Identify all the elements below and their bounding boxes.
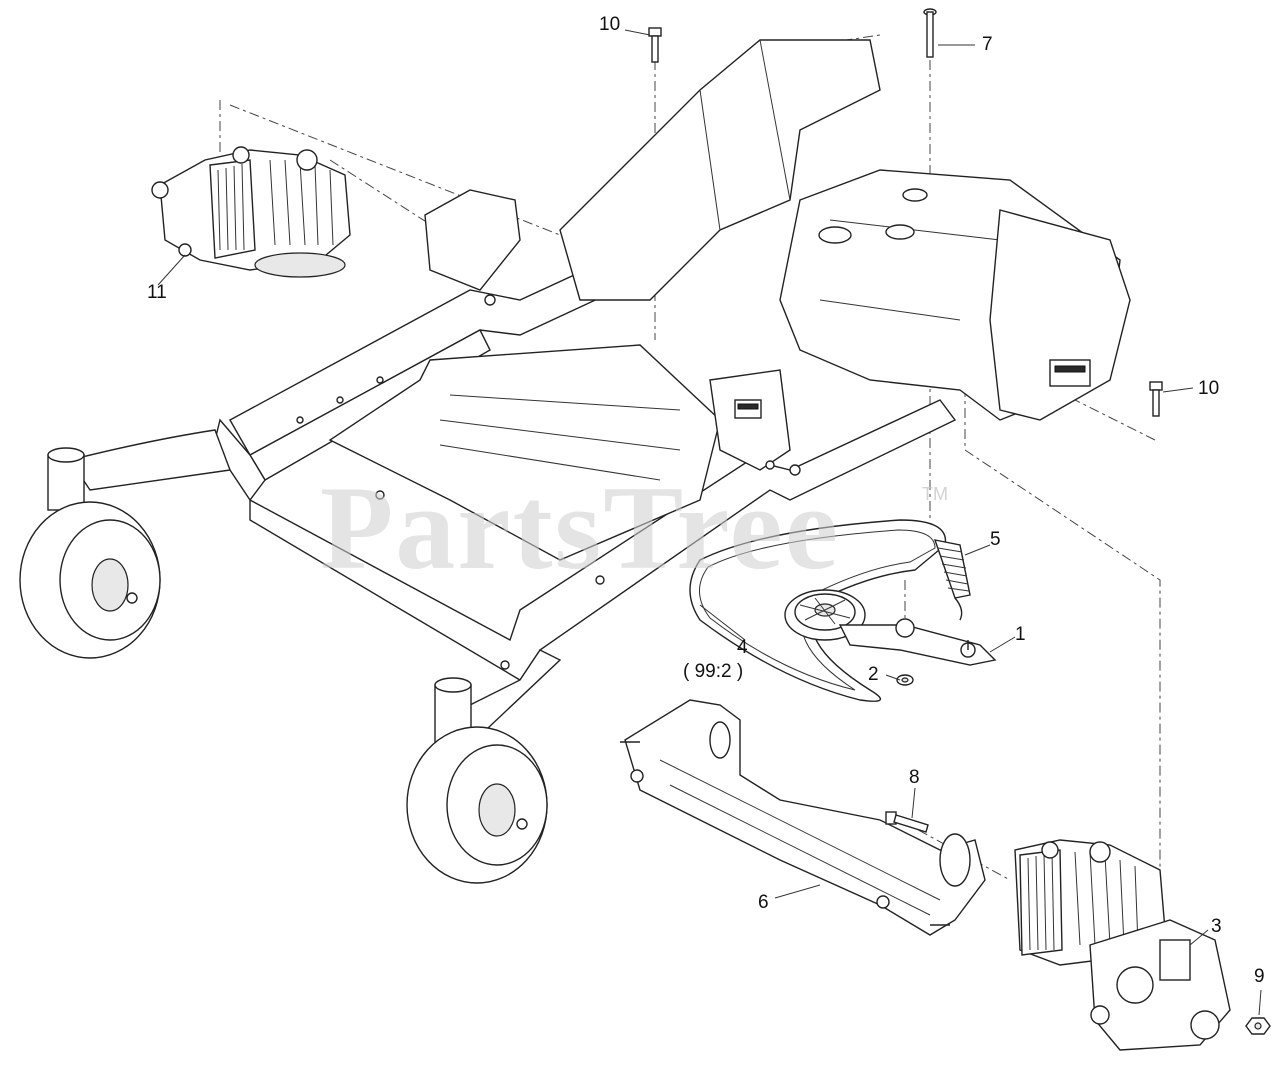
callout-10-right: 10: [1198, 378, 1220, 399]
caster-wheel-right: [406, 677, 548, 884]
callout-5: 5: [990, 529, 1001, 550]
callout-2: 2: [868, 664, 879, 685]
callout-7: 7: [982, 34, 993, 55]
callout-10-upper: 10: [599, 14, 621, 35]
main-frame: [68, 39, 1131, 746]
callout-8: 8: [909, 767, 920, 788]
rear-mount-frame: [620, 699, 986, 936]
bolt-8: [885, 811, 929, 833]
watermark: PartsTree: [320, 461, 840, 594]
hydro-drive-left: [151, 146, 351, 278]
callout-6: 6: [758, 892, 769, 913]
bolt-7: [923, 8, 937, 58]
callout-4: 4: [737, 637, 748, 658]
idler-arm-assembly: [784, 589, 997, 666]
nut-9: [1245, 1017, 1271, 1035]
hydro-drive-right: [1014, 839, 1231, 1051]
washer: [896, 674, 914, 686]
callout-9: 9: [1254, 966, 1265, 987]
callout-11: 11: [147, 282, 167, 303]
bolt-10-right: [1149, 381, 1163, 417]
leader-lines: [157, 29, 1262, 1016]
callout-4-quantity: ( 99:2 ): [683, 661, 744, 682]
trademark-mark: TM: [922, 484, 948, 504]
extension-spring: [933, 539, 971, 621]
bolt-10-upper: [648, 27, 662, 63]
caster-wheel-left: [19, 447, 161, 659]
callout-1: 1: [1015, 624, 1026, 645]
callout-3: 3: [1211, 916, 1222, 937]
